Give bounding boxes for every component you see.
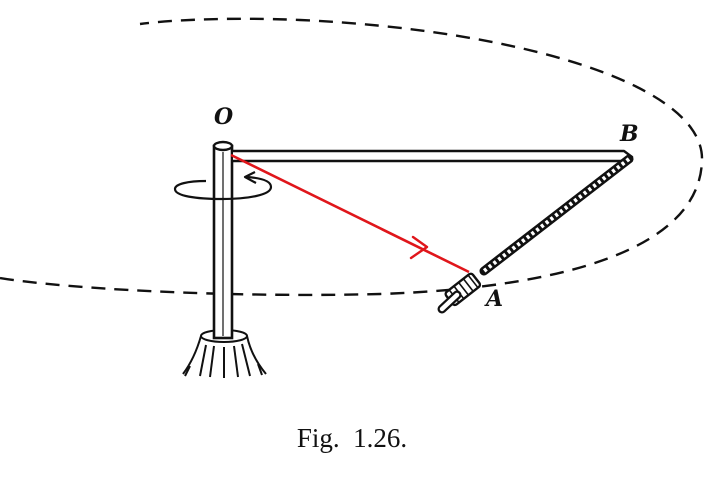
spring-ba <box>479 154 634 276</box>
horizontal-rod-ob <box>233 149 634 163</box>
label-b: B <box>619 121 639 147</box>
sleeve-bead-a <box>437 272 482 314</box>
figure-caption: Fig. 1.26. <box>297 423 407 453</box>
vertical-axis-post <box>212 140 234 340</box>
rotation-arrow-icon <box>173 171 273 201</box>
post-base <box>182 329 267 378</box>
label-a: A <box>484 286 503 312</box>
red-vector-ao <box>230 153 470 274</box>
label-o: O <box>214 104 233 130</box>
